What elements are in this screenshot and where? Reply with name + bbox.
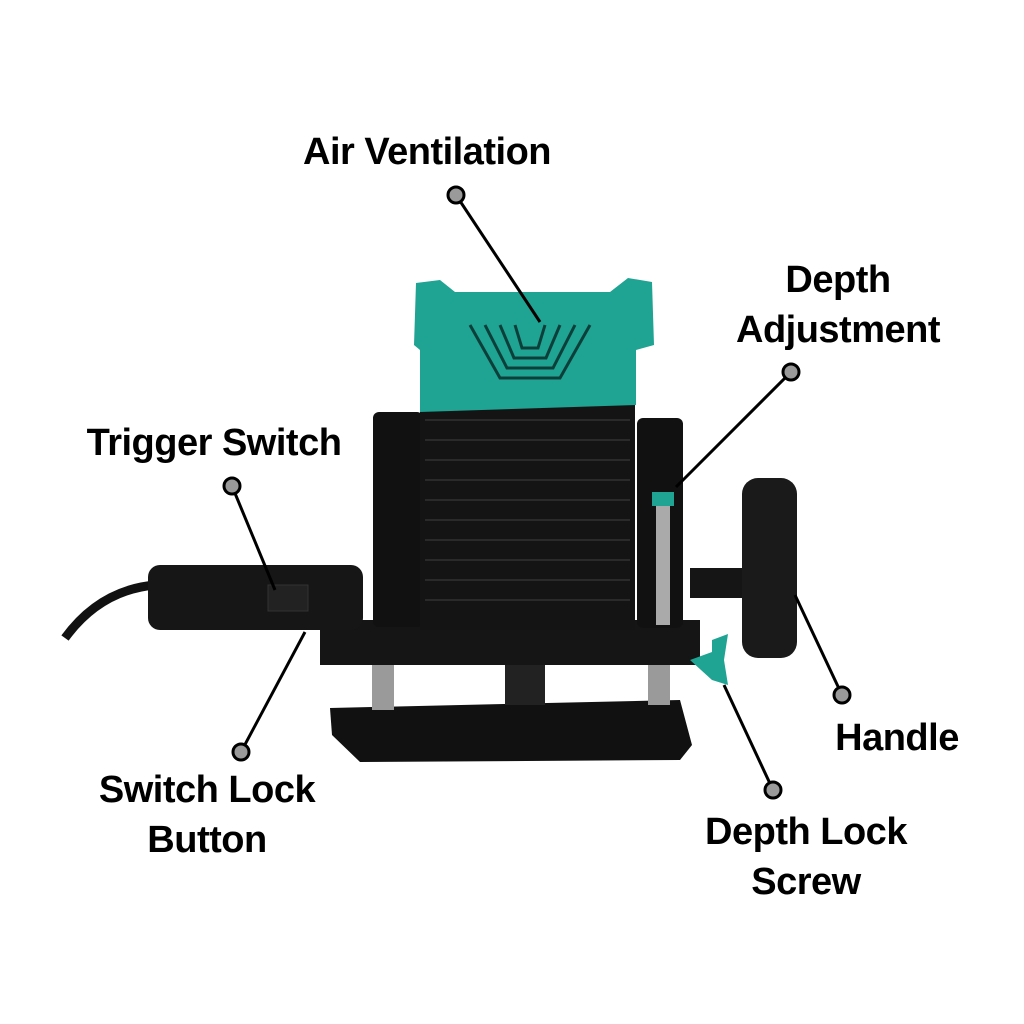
callout-dot — [446, 185, 466, 205]
handle-knob — [742, 478, 797, 658]
base-plate — [330, 700, 692, 762]
label-text: Adjustment — [736, 309, 941, 351]
guide-post-left — [372, 660, 394, 710]
callout-dot — [231, 742, 251, 762]
depth-rod — [656, 495, 670, 625]
label-text: Button — [147, 819, 267, 861]
left-column — [373, 412, 423, 627]
callout-dot — [781, 362, 801, 382]
trigger-handle — [148, 565, 363, 630]
label-text: Depth — [785, 259, 891, 301]
callout-dot — [222, 476, 242, 496]
label-air-ventilation: Air Ventilation — [303, 127, 551, 177]
vent-slots — [468, 324, 592, 380]
label-text: Screw — [751, 861, 861, 903]
label-trigger-switch: Trigger Switch — [87, 418, 342, 468]
label-text: Trigger Switch — [86, 422, 342, 464]
depth-lock-screw — [690, 634, 728, 685]
callout-dot — [763, 780, 783, 800]
guide-post-right — [648, 660, 670, 705]
motor-housing — [420, 405, 635, 630]
vent-cap — [414, 278, 654, 412]
power-cord — [61, 580, 156, 641]
callout-dot — [832, 685, 852, 705]
label-text: Depth Lock — [705, 811, 907, 853]
label-text: Handle — [835, 717, 959, 759]
label-handle: Handle — [835, 713, 959, 763]
label-text: Switch Lock — [98, 769, 316, 811]
label-text: Air Ventilation — [303, 131, 551, 173]
handle-shaft — [690, 568, 750, 598]
depth-adjustment-knob — [652, 492, 674, 506]
